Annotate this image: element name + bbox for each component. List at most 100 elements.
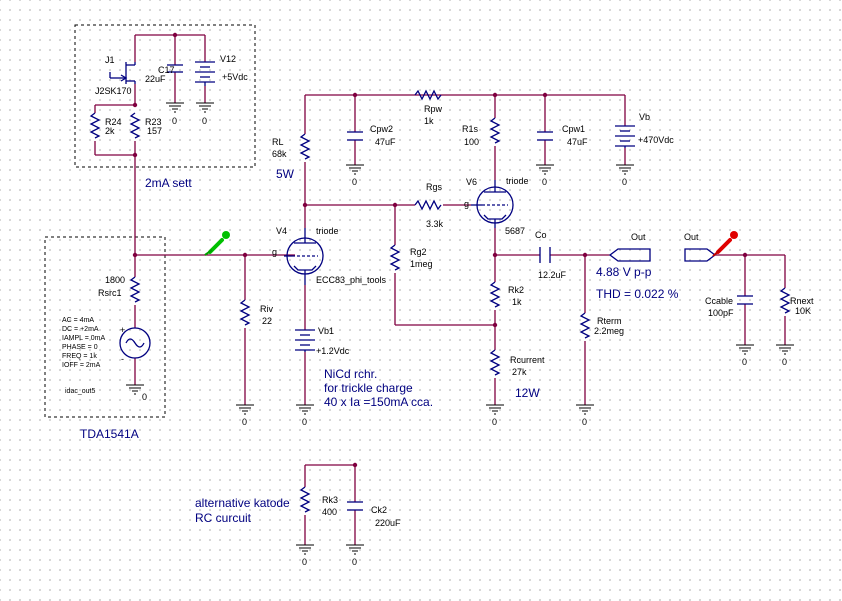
label-co-val: 12.2uF: [538, 270, 567, 280]
jfet-j1[interactable]: [109, 62, 136, 84]
label-r1s-val: 100: [464, 137, 479, 147]
label-ck2: Ck2: [371, 505, 387, 515]
resistor-rcurrent[interactable]: [489, 349, 501, 376]
resistor-rpw[interactable]: [414, 89, 442, 101]
gnd-label-v12: 0: [202, 116, 207, 126]
label-rk2-val: 1k: [512, 297, 522, 307]
label-j1: J1: [105, 55, 115, 65]
wires: [94, 34, 786, 545]
gnd-label-vb: 0: [622, 177, 627, 187]
label-rnext: Rnext: [790, 296, 814, 306]
ac-current-source[interactable]: [119, 327, 151, 359]
label-rgs: Rgs: [426, 182, 443, 192]
gnd-label-cpw2: 0: [352, 177, 357, 187]
label-out-right: Out: [684, 232, 699, 242]
battery-vb[interactable]: [615, 125, 635, 148]
component-labels: J1 J2SK170 C17 22uF V12 +5Vdc R24 2k R23…: [62, 54, 814, 567]
resistor-r1s[interactable]: [489, 117, 501, 144]
label-r23-val: 157: [147, 126, 162, 136]
capacitor-cpw1[interactable]: [537, 131, 553, 141]
probe-red[interactable]: [712, 231, 738, 257]
gnd-label-ck2: 0: [352, 557, 357, 567]
label-rg2-val: 1meg: [410, 259, 433, 269]
label-rpw: Rpw: [424, 104, 443, 114]
current-source-box: [44, 236, 166, 418]
triode-v6[interactable]: [471, 180, 514, 228]
probe-green[interactable]: [204, 231, 230, 256]
label-minus: -: [121, 354, 124, 364]
label-cpw1: Cpw1: [562, 124, 585, 134]
battery-v12[interactable]: [195, 61, 215, 86]
ground-icon: [486, 404, 504, 415]
annotations: 2mA sett 5W 4.88 V p-p THD = 0.022 % 12W…: [80, 167, 679, 525]
jfet-source-box: [74, 24, 256, 168]
label-v4-part: ECC83_phi_tools: [316, 275, 387, 285]
ground-symbols: [126, 102, 794, 555]
param-iampl: IAMPL = 0mA: [62, 335, 105, 342]
label-rcurrent: Rcurrent: [510, 355, 545, 365]
label-cpw1-val: 47uF: [567, 137, 588, 147]
ground-icon: [296, 404, 314, 415]
out-connector-right[interactable]: [684, 248, 717, 262]
label-rterm: Rterm: [597, 316, 622, 326]
ground-icon: [196, 102, 214, 113]
label-cpw2: Cpw2: [370, 124, 393, 134]
ground-icon: [346, 164, 364, 175]
capacitor-ck2[interactable]: [347, 501, 363, 511]
label-rk3-val: 400: [322, 507, 337, 517]
resistor-rl[interactable]: [299, 133, 311, 160]
label-riv-val: 22: [262, 316, 272, 326]
resistor-r23[interactable]: [129, 112, 141, 139]
label-idac: idac_out5: [65, 388, 95, 395]
label-v6-type: triode: [506, 176, 529, 186]
label-vb-val: +470Vdc: [638, 135, 674, 145]
label-r24: R24: [105, 117, 122, 127]
ground-icon: [346, 544, 364, 555]
ground-icon: [536, 164, 554, 175]
ground-icon: [236, 404, 254, 415]
out-connector-left[interactable]: [608, 248, 651, 262]
label-v4-type: triode: [316, 226, 339, 236]
resistor-rk2[interactable]: [489, 281, 501, 308]
label-r1s: R1s: [462, 124, 479, 134]
label-ccable: Ccable: [705, 296, 733, 306]
note-12w: 12W: [515, 386, 540, 400]
note-alt-2: RC curcuit: [195, 511, 252, 525]
note-tda: TDA1541A: [80, 427, 139, 441]
label-rnext-val: 10K: [795, 306, 811, 316]
capacitor-co[interactable]: [539, 247, 551, 263]
resistor-rk3[interactable]: [299, 486, 311, 513]
ground-icon: [736, 344, 754, 355]
ground-icon: [616, 164, 634, 175]
label-rsrc1: Rsrc1: [98, 288, 122, 298]
capacitor-c17[interactable]: [167, 64, 183, 73]
triode-v4[interactable]: [284, 228, 324, 285]
resistor-rsrc1[interactable]: [129, 276, 141, 303]
note-nicd-3: 40 x Ia =150mA cca.: [324, 395, 433, 409]
label-v4-grid: g: [272, 247, 277, 257]
resistor-rgs[interactable]: [414, 199, 442, 211]
ground-icon: [576, 404, 594, 415]
label-c17: C17: [158, 65, 175, 75]
param-dc: DC = +2mA: [62, 326, 99, 333]
capacitor-cpw2[interactable]: [347, 131, 363, 141]
gnd-label-rcurrent: 0: [492, 417, 497, 427]
capacitor-ccable[interactable]: [737, 295, 753, 305]
label-plus: +: [120, 325, 125, 335]
label-v6-grid: g: [464, 199, 469, 209]
label-v6: V6: [466, 177, 477, 187]
resistor-rterm[interactable]: [579, 312, 591, 339]
resistor-riv[interactable]: [239, 299, 251, 326]
resistor-r24[interactable]: [89, 112, 101, 139]
gnd-label-rk3: 0: [302, 557, 307, 567]
label-r23: R23: [145, 117, 162, 127]
resistor-rg2[interactable]: [389, 244, 401, 271]
battery-vb1[interactable]: [295, 329, 315, 352]
param-ioff: IOFF = 2mA: [62, 362, 101, 369]
label-rk2: Rk2: [508, 285, 524, 295]
resistor-rnext[interactable]: [779, 287, 791, 314]
gnd-label-riv: 0: [242, 417, 247, 427]
note-alt-1: alternative katode: [195, 496, 290, 510]
ground-icon: [776, 344, 794, 355]
